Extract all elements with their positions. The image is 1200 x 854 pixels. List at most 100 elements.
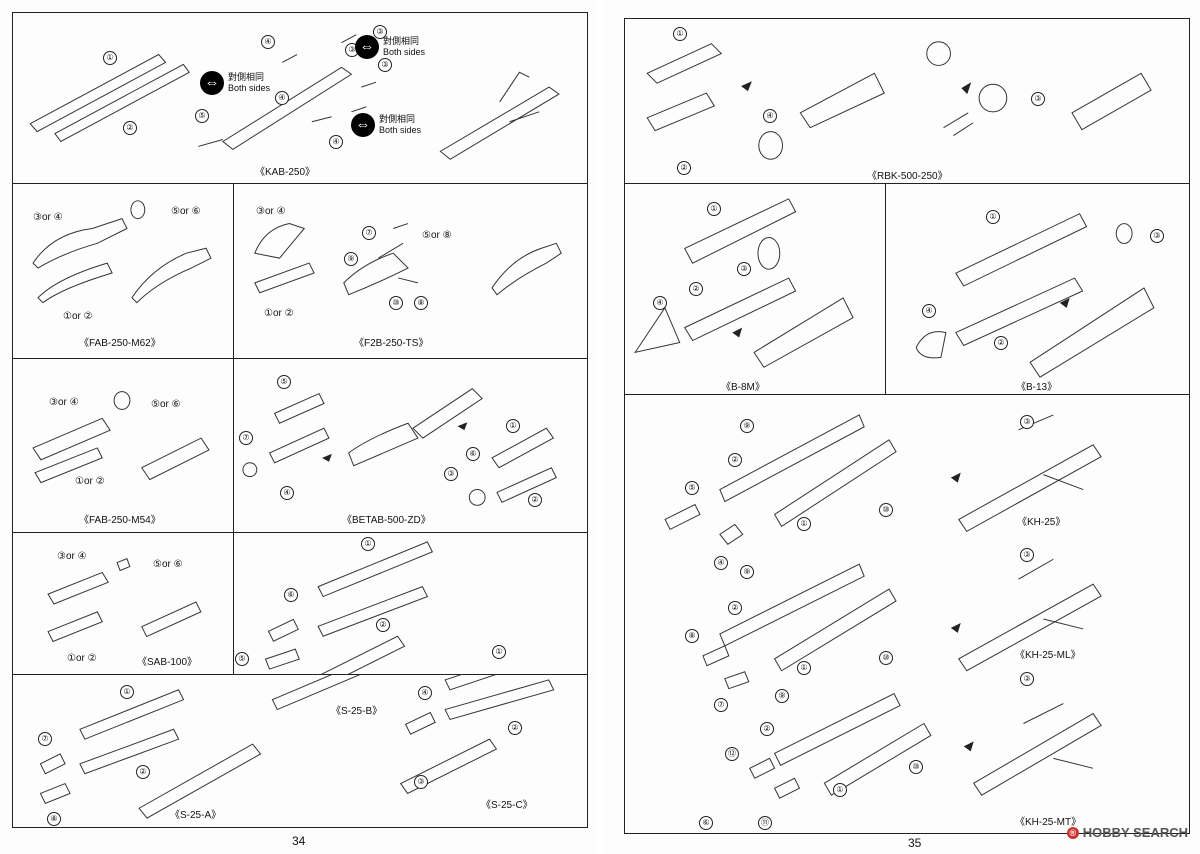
kh-25-caption: 《KH-25》 bbox=[1017, 517, 1066, 528]
part-number: ③ bbox=[1020, 415, 1034, 429]
panel-b-8m: ① ② ③ ④ 《B-8M》 bbox=[624, 183, 886, 395]
part-number: ⑨ bbox=[740, 419, 754, 433]
part-number: ⑧ bbox=[685, 629, 699, 643]
part-number: ③ bbox=[378, 58, 392, 72]
part-number: ① bbox=[103, 51, 117, 65]
part-label: ⑤or ⑥ bbox=[153, 559, 183, 570]
betab-500-zd-caption: 《BETAB-500-ZD》 bbox=[342, 515, 431, 526]
panel-s-25-bc: ① ② ⑥ ⑤ bbox=[233, 532, 588, 675]
right-page: ① ② ③ ④ 《RBK-500-250》 ① ② ③ ④ 《B-8M》 bbox=[602, 0, 1200, 854]
part-number: ⑦ bbox=[362, 226, 376, 240]
s-25-c-caption: 《S-25-C》 bbox=[481, 800, 533, 811]
sab-100-illustration bbox=[47, 557, 202, 643]
kh-25-mt-caption: 《KH-25-MT》 bbox=[1015, 817, 1082, 828]
rbk-500-250-illustration bbox=[646, 41, 1152, 160]
part-number: ⑨ bbox=[740, 565, 754, 579]
b-13-illustration bbox=[915, 213, 1155, 378]
panel-sab-100: ③or ④ ⑤or ⑥ ①or ② 《SAB-100》 bbox=[12, 532, 234, 675]
part-label: ③or ④ bbox=[57, 551, 87, 562]
part-label: ③or ④ bbox=[49, 397, 79, 408]
part-number: ⑦ bbox=[239, 431, 253, 445]
page-number: 34 bbox=[292, 834, 306, 848]
panel-f2b-250-ts: ③or ④ ⑤or ⑧ ①or ② ⑦ ⑨ ⑩ ⑧ 《F2B-250-TS》 bbox=[233, 183, 588, 359]
part-label: ①or ② bbox=[75, 476, 105, 487]
part-number: ⑦ bbox=[714, 698, 728, 712]
double-arrow-icon: ⇔ bbox=[351, 113, 375, 137]
part-number: ① bbox=[492, 645, 506, 659]
part-label: ③or ④ bbox=[33, 212, 63, 223]
part-number: ② bbox=[994, 336, 1008, 350]
part-number: ⑤ bbox=[277, 375, 291, 389]
s-25-illustration bbox=[39, 675, 555, 819]
part-number: ④ bbox=[261, 35, 275, 49]
part-number: ① bbox=[361, 537, 375, 551]
watermark-text: HOBBY SEARCH bbox=[1082, 825, 1188, 840]
part-number: ④ bbox=[763, 109, 777, 123]
panel-fab-250-m54: ③or ④ ⑤or ⑥ ①or ② 《FAB-250-M54》 bbox=[12, 358, 234, 533]
part-number: ⑥ bbox=[699, 816, 713, 830]
part-number: ⑫ bbox=[725, 747, 739, 761]
part-number: ⑥ bbox=[284, 588, 298, 602]
b-8m-caption: 《B-8M》 bbox=[721, 382, 765, 393]
panel-fab-250-m62: ③or ④ ⑤or ⑥ ①or ② 《FAB-250-M62》 bbox=[12, 183, 234, 359]
part-number: ⑪ bbox=[758, 816, 772, 830]
fab-250-m54-illustration bbox=[32, 391, 210, 484]
part-number: ⑧ bbox=[47, 812, 61, 826]
fab-250-m62-caption: 《FAB-250-M62》 bbox=[79, 338, 161, 349]
part-number: ⑤ bbox=[195, 109, 209, 123]
part-number: ④ bbox=[280, 486, 294, 500]
kh-25-illustration bbox=[664, 414, 1102, 799]
part-label: ①or ② bbox=[264, 308, 294, 319]
part-number: ④ bbox=[418, 686, 432, 700]
hobby-search-watermark: ® HOBBY SEARCH bbox=[1066, 825, 1188, 840]
part-number: ⑨ bbox=[775, 689, 789, 703]
fab-250-m62-illustration bbox=[32, 200, 212, 304]
kab-250-caption: 《KAB-250》 bbox=[255, 167, 316, 178]
part-number: ② bbox=[528, 493, 542, 507]
double-arrow-icon: ⇔ bbox=[355, 35, 379, 59]
part-number: ⑦ bbox=[38, 732, 52, 746]
part-number: ① bbox=[707, 202, 721, 216]
panel-betab-500-zd: ⑤ ⑦ ④ ① ⑥ ③ ② 《BETAB-500-ZD》 bbox=[233, 358, 588, 533]
part-number: ⑧ bbox=[414, 296, 428, 310]
part-number: ⑩ bbox=[389, 296, 403, 310]
part-number: ④ bbox=[653, 296, 667, 310]
part-number: ④ bbox=[922, 304, 936, 318]
b-8m-illustration bbox=[634, 198, 854, 368]
part-number: ⑥ bbox=[466, 447, 480, 461]
s-25-b-illustration bbox=[264, 541, 434, 674]
part-number: ③ bbox=[1031, 92, 1045, 106]
panel-rbk-500-250: ① ② ③ ④ 《RBK-500-250》 bbox=[624, 18, 1190, 184]
part-number: ③ bbox=[1150, 229, 1164, 243]
part-label: ⑤or ⑥ bbox=[171, 206, 201, 217]
part-number: ③ bbox=[444, 467, 458, 481]
part-number: ④ bbox=[275, 91, 289, 105]
part-number: ① bbox=[797, 661, 811, 675]
s-25-a-caption: 《S-25-A》 bbox=[170, 810, 222, 821]
sab-100-caption: 《SAB-100》 bbox=[137, 657, 198, 668]
part-number: ② bbox=[728, 453, 742, 467]
f2b-250-ts-caption: 《F2B-250-TS》 bbox=[354, 338, 429, 349]
b-13-caption: 《B-13》 bbox=[1016, 382, 1058, 393]
part-number: ① bbox=[797, 517, 811, 531]
part-label: ①or ② bbox=[63, 311, 93, 322]
part-number: ② bbox=[677, 161, 691, 175]
part-number: ⑤ bbox=[685, 481, 699, 495]
betab-500-zd-illustration bbox=[242, 388, 557, 506]
part-number: ④ bbox=[714, 556, 728, 570]
panel-b-13: ① ② ③ ④ 《B-13》 bbox=[885, 183, 1190, 395]
part-number: ③ bbox=[737, 262, 751, 276]
s-25-b-caption: 《S-25-B》 bbox=[331, 706, 383, 717]
part-number: ⑩ bbox=[909, 760, 923, 774]
part-number: ⑤ bbox=[235, 652, 249, 666]
panel-s-25: ① ② ⑦ ⑧ 《S-25-A》 bbox=[12, 674, 588, 828]
part-number: ② bbox=[508, 721, 522, 735]
page-number: 35 bbox=[908, 836, 922, 850]
part-label: ①or ② bbox=[67, 653, 97, 664]
f2b-250-ts-illustration bbox=[254, 223, 562, 296]
